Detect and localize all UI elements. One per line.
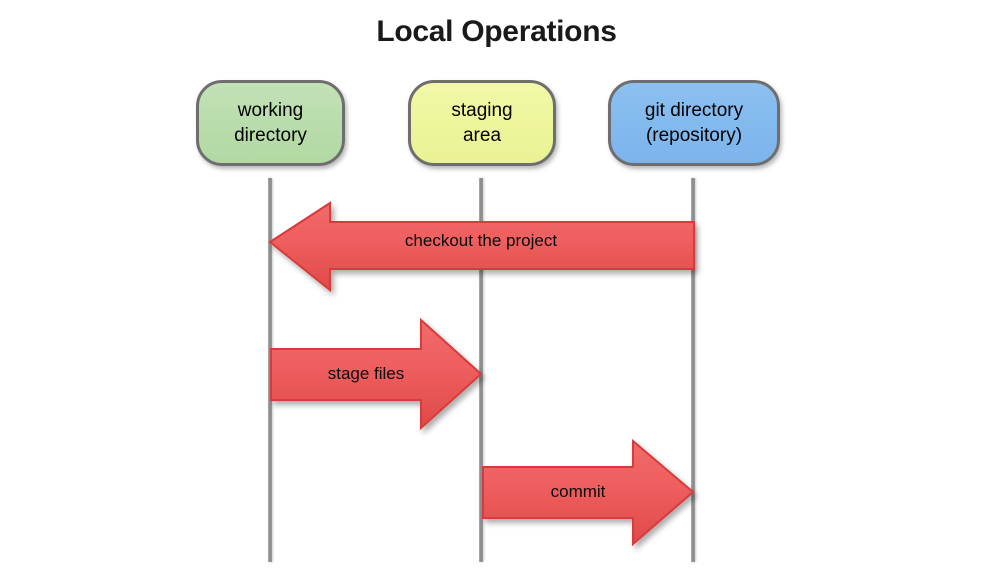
node-staging-area[interactable]: staging area (408, 80, 556, 166)
node-git-directory-line2: (repository) (645, 125, 743, 146)
arrow-label-stage-files: stage files (327, 364, 405, 383)
arrow-label-checkout: checkout the project (404, 231, 558, 250)
node-working-directory-label: working directory (228, 98, 313, 148)
node-git-directory-label: git directory (repository) (639, 98, 749, 148)
node-staging-area-label: staging area (445, 98, 518, 148)
node-working-directory[interactable]: working directory (196, 80, 345, 166)
node-git-directory[interactable]: git directory (repository) (608, 80, 780, 166)
node-working-directory-line2: directory (234, 125, 307, 146)
node-staging-area-line1: staging (451, 100, 513, 121)
node-staging-area-line2: area (462, 125, 502, 146)
lifeline-working-directory (268, 178, 272, 562)
page-title: Local Operations (376, 15, 617, 48)
lifeline-git-directory (691, 178, 695, 562)
arrow-label-commit: commit (550, 482, 606, 501)
node-working-directory-line1: working (237, 100, 304, 121)
node-git-directory-line1: git directory (644, 100, 744, 121)
